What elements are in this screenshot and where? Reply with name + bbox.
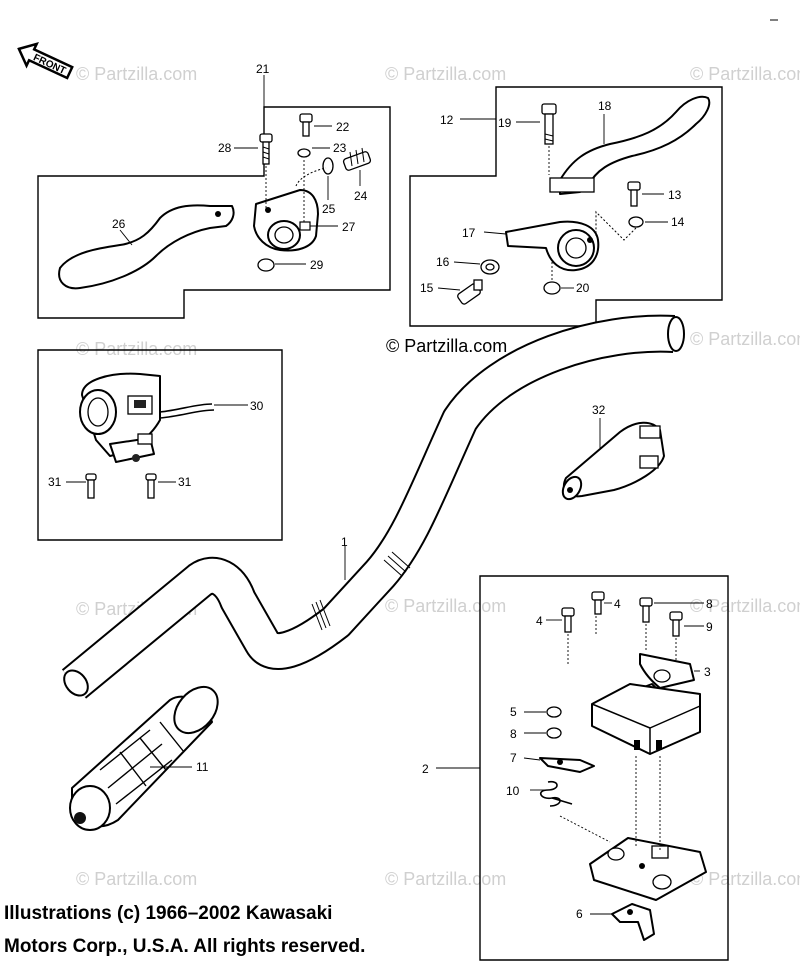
grip-11 [69,685,219,831]
perch-27 [253,189,319,252]
nut-20 [543,281,561,295]
watermark: © Partzilla.com [76,64,197,84]
callout-28: 28 [218,141,232,155]
switch-housing-30 [79,372,161,463]
callout-15: 15 [420,281,434,295]
callout-10: 10 [506,784,520,798]
screw-9 [669,611,683,637]
callout-11: 11 [196,760,209,774]
screw-8-top [639,597,653,623]
throttle-case [591,683,701,755]
bolt-19 [541,103,557,145]
watermark-center: © Partzilla.com [386,336,507,356]
callout-4-right: 4 [614,597,621,611]
callout-29: 29 [310,258,324,272]
watermark: © Partzilla.com [690,596,800,616]
base-plate [589,837,707,901]
screw-31-left [85,473,97,499]
bolt-13 [627,181,641,207]
callout-8-top: 8 [706,597,713,611]
callout-13: 13 [668,188,682,202]
callout-23: 23 [333,141,347,155]
callout-21: 21 [256,62,270,76]
copyright-line-2: Motors Corp., U.S.A. All rights reserved… [4,936,366,957]
frame-switch [37,349,283,541]
callout-31-right: 31 [178,475,192,489]
watermark: © Partzilla.com [690,329,800,349]
callout-31-left: 31 [48,475,62,489]
front-arrow-icon: FRONT [17,41,74,80]
watermark: © Partzilla.com [385,869,506,889]
callout-1: 1 [341,535,348,549]
watermark: © Partzilla.com [76,339,197,359]
bolt-22 [299,113,313,137]
callout-12: 12 [440,113,454,127]
spring-10 [540,780,573,807]
adjuster-15 [457,279,483,305]
adjuster-24 [342,147,372,171]
callout-32: 32 [592,403,606,417]
frame-throttle [479,575,729,961]
watermark: © Partzilla.com [690,869,800,889]
throttle-housing-32 [561,421,665,501]
callout-9: 9 [706,620,713,634]
callout-4-left: 4 [536,614,543,628]
callout-3: 3 [704,665,711,679]
nut-14 [628,216,644,228]
watermark-group: © Partzilla.com © Partzilla.com © Partzi… [76,64,800,889]
callout-20: 20 [576,281,590,295]
callout-7: 7 [510,751,517,765]
lever-7 [539,757,595,773]
callout-19: 19 [498,116,512,130]
callout-26: 26 [112,217,126,231]
callout-5: 5 [510,705,517,719]
callout-18: 18 [598,99,612,113]
handlebar-1 [61,314,685,699]
nut-23 [297,148,311,158]
screw-4-left [561,607,575,633]
lever-26 [58,204,235,290]
bolt-28 [259,133,273,165]
nut-29 [257,258,275,272]
lever-18 [549,95,711,195]
watermark: © Partzilla.com [385,596,506,616]
washer-25 [322,157,334,175]
callout-8: 8 [510,727,517,741]
callout-22: 22 [336,120,350,134]
screw-4-right [591,591,605,615]
watermark: © Partzilla.com [690,64,800,84]
callout-30: 30 [250,399,264,413]
callout-6: 6 [576,907,583,921]
screw-31-right [145,473,157,499]
copyright-line-1: Illustrations (c) 1966–2002 Kawasaki [4,903,333,924]
callout-25: 25 [322,202,336,216]
callout-27: 27 [342,220,356,234]
callout-2: 2 [422,762,429,776]
callout-14: 14 [671,215,685,229]
watermark: © Partzilla.com [76,869,197,889]
washer-8 [546,727,562,739]
perch-17 [505,220,600,272]
callout-24: 24 [354,189,368,203]
watermark: © Partzilla.com [385,64,506,84]
callout-16: 16 [436,255,450,269]
frame-lever-left [37,106,391,319]
bracket-6 [611,903,655,941]
nut-5 [546,706,562,718]
callout-17: 17 [462,226,476,240]
